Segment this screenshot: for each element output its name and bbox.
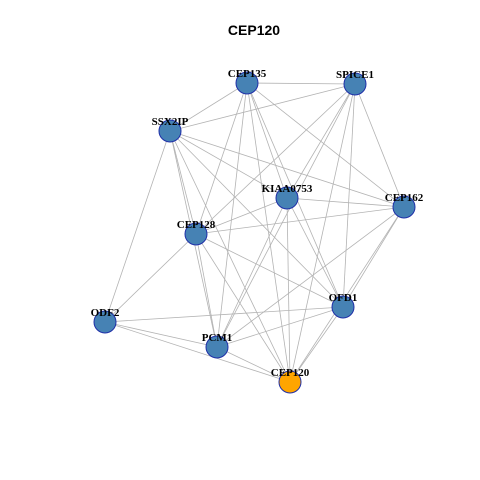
edge-kiaa0753-ofd1: [286, 197, 344, 308]
node-cep120: CEP120: [271, 367, 310, 394]
node-ssx2ip: SSX2IP: [152, 116, 189, 143]
node-kiaa0753: KIAA0753: [262, 183, 313, 210]
edge-ssx2ip-kiaa0753: [169, 130, 288, 199]
edge-kiaa0753-cep120: [286, 197, 291, 383]
edge-ofd1-pcm1: [216, 306, 344, 348]
edge-cep135-cep120: [246, 82, 291, 383]
edge-cep135-spice1: [246, 82, 356, 85]
edge-odf2-pcm1: [104, 321, 218, 348]
edge-spice1-cep128: [195, 83, 356, 235]
edge-ssx2ip-odf2: [104, 130, 171, 323]
node-label-kiaa0753: KIAA0753: [262, 183, 313, 195]
edge-cep162-cep128: [195, 206, 405, 235]
node-circle-kiaa0753: [275, 186, 299, 210]
edge-kiaa0753-cep162: [286, 197, 405, 208]
node-label-cep135: CEP135: [228, 68, 267, 80]
node-ofd1: OFD1: [329, 292, 358, 319]
node-odf2: ODF2: [91, 307, 120, 334]
node-cep135: CEP135: [228, 68, 267, 95]
edge-cep135-cep128: [195, 82, 248, 235]
edge-spice1-ofd1: [342, 83, 356, 308]
edge-spice1-ssx2ip: [169, 83, 356, 132]
node-circle-ssx2ip: [158, 119, 182, 143]
edge-spice1-kiaa0753: [286, 83, 356, 199]
edge-ssx2ip-cep128: [169, 130, 197, 235]
node-label-pcm1: PCM1: [202, 332, 233, 344]
edge-ssx2ip-cep162: [169, 130, 405, 208]
edge-cep128-odf2: [104, 233, 197, 323]
edge-cep162-pcm1: [216, 206, 405, 348]
edge-cep135-cep162: [246, 82, 405, 208]
edge-cep135-ssx2ip: [169, 82, 248, 132]
node-circle-cep128: [184, 222, 208, 246]
edge-cep128-cep120: [195, 233, 291, 383]
node-circle-cep162: [392, 195, 416, 219]
node-label-cep120: CEP120: [271, 367, 310, 379]
edge-odf2-cep120: [104, 321, 291, 383]
edge-cep135-kiaa0753: [246, 82, 288, 199]
node-cep128: CEP128: [177, 219, 216, 246]
edge-ssx2ip-cep120: [169, 130, 291, 383]
edge-ofd1-odf2: [104, 306, 344, 323]
edge-cep128-ofd1: [195, 233, 344, 308]
node-label-spice1: SPICE1: [336, 69, 374, 81]
node-circle-cep135: [235, 71, 259, 95]
edge-cep162-ofd1: [342, 206, 405, 308]
node-spice1: SPICE1: [336, 69, 374, 96]
node-label-odf2: ODF2: [91, 307, 120, 319]
node-circle-odf2: [93, 310, 117, 334]
graph-title: CEP120: [228, 22, 280, 38]
edge-ofd1-cep120: [289, 306, 344, 383]
edge-ssx2ip-ofd1: [169, 130, 344, 308]
node-label-cep128: CEP128: [177, 219, 216, 231]
node-circle-cep120: [278, 370, 302, 394]
edge-pcm1-cep120: [216, 346, 291, 383]
edge-cep162-cep120: [289, 206, 405, 383]
node-label-ssx2ip: SSX2IP: [152, 116, 189, 128]
node-pcm1: PCM1: [202, 332, 233, 359]
edge-layer: [104, 82, 405, 383]
node-cep162: CEP162: [385, 192, 424, 219]
edge-spice1-cep120: [289, 83, 356, 383]
edge-kiaa0753-pcm1: [216, 197, 288, 348]
edge-cep128-pcm1: [195, 233, 218, 348]
edge-spice1-cep162: [354, 83, 405, 208]
node-label-ofd1: OFD1: [329, 292, 358, 304]
node-circle-spice1: [343, 72, 367, 96]
edge-kiaa0753-cep128: [195, 197, 288, 235]
node-circle-ofd1: [331, 295, 355, 319]
node-circle-pcm1: [205, 335, 229, 359]
node-label-cep162: CEP162: [385, 192, 424, 204]
edge-cep135-pcm1: [216, 82, 248, 348]
